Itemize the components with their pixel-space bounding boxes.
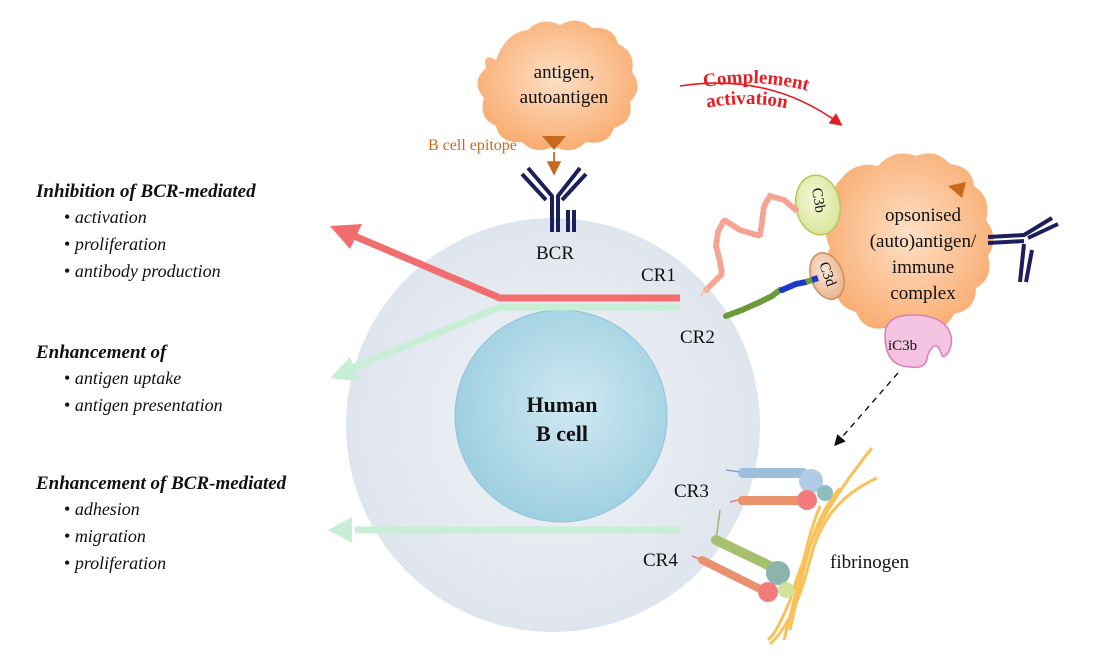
cr1-label: CR1 — [641, 265, 676, 286]
effect-item: proliferation — [64, 550, 286, 577]
effect-item: adhesion — [64, 496, 286, 523]
immune-complex-label-line: opsonised — [885, 205, 961, 226]
effect-item: antigen presentation — [64, 392, 223, 419]
enhancement-arrow-adhesion — [328, 517, 680, 543]
cr3-receptor — [725, 468, 833, 510]
complement-arrow — [679, 82, 843, 126]
antigen-label-line: autoantigen — [519, 87, 609, 108]
effect-item: antibody production — [64, 258, 256, 285]
enhancement-arrow-antigen — [330, 303, 680, 382]
epitope-label: B cell epitope — [428, 137, 517, 154]
effect-inhibition: Inhibition of BCR-mediated activation pr… — [36, 180, 256, 285]
effect-antigen-enhancement: Enhancement of antigen uptake antigen pr… — [36, 341, 223, 419]
effect-item: proliferation — [64, 231, 256, 258]
ic3b-fragment — [884, 314, 953, 369]
effect-list: antigen uptake antigen presentation — [36, 365, 223, 419]
immune-complex-label: opsonised (auto)antigen/ immune complex — [860, 203, 986, 307]
epitope-triangle-complex — [948, 182, 966, 198]
effect-adhesion-enhancement: Enhancement of BCR-mediated adhesion mig… — [36, 472, 286, 577]
antibody-icon — [987, 216, 1059, 283]
bcr-label: BCR — [536, 243, 575, 264]
immune-complex-label-line: complex — [890, 283, 956, 304]
cr4-receptor — [691, 509, 794, 602]
b-cell-label: Human B cell — [500, 390, 624, 448]
effect-list: activation proliferation antibody produc… — [36, 204, 256, 285]
b-cell-label-line: B cell — [536, 421, 588, 446]
epitope-triangle — [542, 136, 566, 150]
effect-list: adhesion migration proliferation — [36, 496, 286, 577]
effect-heading: Enhancement of — [36, 342, 167, 363]
fibrinogen-strands — [766, 447, 878, 646]
svg-text:activation: activation — [705, 88, 791, 113]
cr3-label: CR3 — [674, 481, 709, 502]
antigen-label: antigen, autoantigen — [514, 60, 614, 110]
cr1-receptor — [699, 192, 799, 297]
effect-heading: Enhancement of BCR-mediated — [36, 473, 287, 494]
immune-complex-blob — [825, 153, 994, 335]
immune-complex-label-line: immune — [891, 257, 955, 278]
cr2-label: CR2 — [680, 327, 715, 348]
effect-item: migration — [64, 523, 286, 550]
ic3b-label: iC3b — [888, 338, 918, 354]
cr2-receptor — [723, 275, 819, 319]
cr4-label: CR4 — [643, 550, 678, 571]
dashed-arrow — [834, 372, 899, 447]
complement-label-line2: activation — [705, 88, 791, 113]
effect-heading: Inhibition of BCR-mediated — [36, 181, 256, 202]
fibrinogen-label: fibrinogen — [830, 552, 910, 573]
bcr-antibody-icon — [520, 166, 588, 232]
b-cell-label-line: Human — [526, 392, 598, 417]
antigen-blob — [477, 20, 638, 151]
immune-complex-label-line: (auto)antigen/ — [869, 231, 977, 252]
effect-item: activation — [64, 204, 256, 231]
inhibition-arrow — [330, 224, 680, 302]
antigen-label-line: antigen, — [533, 62, 595, 83]
effect-item: antigen uptake — [64, 365, 223, 392]
